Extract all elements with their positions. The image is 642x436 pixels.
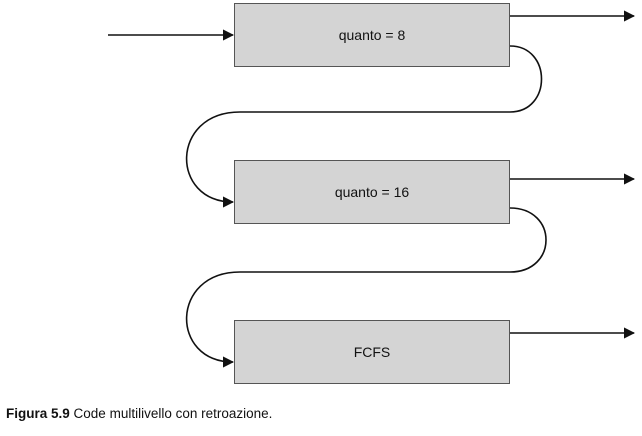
figure-number: Figura 5.9 [6, 406, 70, 421]
queue-label-1: quanto = 8 [338, 27, 406, 43]
feedback-arrow-2-to-3 [185, 207, 547, 368]
figure-caption-text: Code multilivello con retroazione. [73, 406, 273, 421]
queue-box-3: FCFS [234, 320, 510, 384]
queue-box-2: quanto = 16 [234, 160, 510, 224]
queue-label-2: quanto = 16 [334, 184, 410, 200]
feedback-arrow-1-to-2 [185, 45, 543, 208]
queue-label-3: FCFS [353, 344, 391, 360]
queue-box-1: quanto = 8 [234, 3, 510, 67]
figure-caption: Figura 5.9 Code multilivello con retroaz… [6, 406, 272, 421]
